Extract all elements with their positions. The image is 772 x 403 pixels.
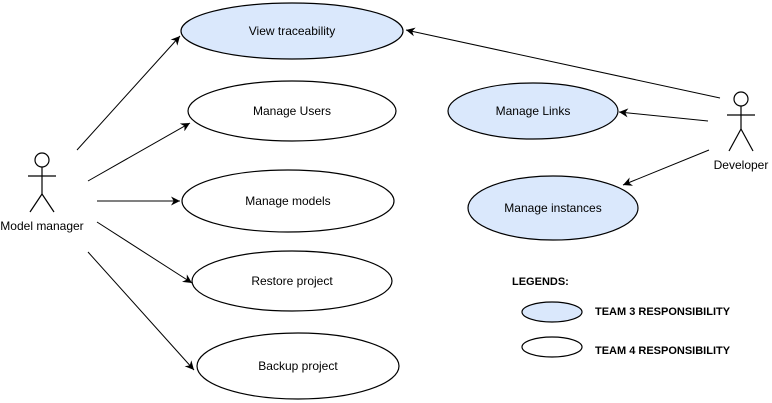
use-case-ellipse bbox=[191, 250, 393, 312]
legend-swatch-team4 bbox=[521, 336, 583, 358]
use-case-manage-links[interactable]: Manage Links bbox=[447, 82, 619, 140]
association-modelmanager-manageusers bbox=[87, 122, 191, 182]
use-case-manage-users[interactable]: Manage Users bbox=[187, 80, 397, 142]
association-modelmanager-backupproject bbox=[87, 251, 195, 371]
use-case-restore-project[interactable]: Restore project bbox=[191, 250, 393, 312]
use-case-label: View traceability bbox=[249, 24, 335, 38]
use-case-manage-instances[interactable]: Manage instances bbox=[467, 175, 639, 241]
legend-item-team3: TEAM 3 RESPONSIBILITY bbox=[521, 301, 731, 323]
use-case-label: Restore project bbox=[251, 274, 333, 288]
use-case-ellipse bbox=[181, 169, 395, 233]
use-case-ellipse bbox=[196, 332, 400, 400]
actor-model-manager[interactable]: Model manager bbox=[0, 152, 84, 233]
legend-title: LEGENDS: bbox=[512, 276, 569, 288]
use-case-ellipse bbox=[467, 175, 639, 241]
association-developer-viewtraceability bbox=[405, 27, 721, 99]
legend: LEGENDS: TEAM 3 RESPONSIBILITY TEAM 4 RE… bbox=[512, 276, 731, 358]
legend-swatch-team3 bbox=[521, 301, 583, 323]
actor-label: Model manager bbox=[0, 219, 83, 233]
legend-label-team4: TEAM 4 RESPONSIBILITY bbox=[595, 345, 731, 357]
use-case-label: Manage Links bbox=[496, 104, 571, 118]
stick-figure-icon bbox=[28, 152, 56, 213]
use-case-backup-project[interactable]: Backup project bbox=[196, 332, 400, 400]
use-case-ellipse bbox=[180, 2, 404, 60]
use-case-label: Manage instances bbox=[504, 201, 601, 215]
use-case-ellipse bbox=[187, 80, 397, 142]
actor-developer[interactable]: Developer bbox=[714, 91, 769, 172]
use-case-ellipse bbox=[447, 82, 619, 140]
legend-item-team4: TEAM 4 RESPONSIBILITY bbox=[521, 336, 731, 358]
association-modelmanager-restoreproject bbox=[96, 221, 193, 284]
use-case-label: Manage Users bbox=[253, 104, 331, 118]
associations bbox=[76, 27, 721, 371]
use-case-view-traceability[interactable]: View traceability bbox=[180, 2, 404, 60]
association-modelmanager-viewtraceability bbox=[76, 35, 181, 151]
use-case-label: Backup project bbox=[258, 359, 338, 373]
stick-figure-icon bbox=[727, 91, 755, 152]
use-case-manage-models[interactable]: Manage models bbox=[181, 169, 395, 233]
legend-label-team3: TEAM 3 RESPONSIBILITY bbox=[595, 306, 731, 318]
association-developer-managelinks bbox=[618, 108, 709, 122]
use-case-label: Manage models bbox=[245, 194, 330, 208]
association-developer-manageinstances bbox=[622, 149, 710, 186]
actor-label: Developer bbox=[714, 158, 769, 172]
